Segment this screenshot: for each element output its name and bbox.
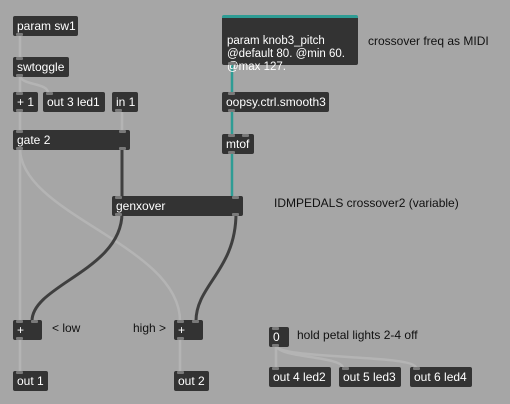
genxover-label: genxover [116,199,166,213]
cord-genxover-low [30,212,124,322]
out2-label: out 2 [178,374,205,388]
inlet-port[interactable] [16,320,23,323]
param-sw1-object[interactable]: param sw1 [13,16,78,36]
inlet-port[interactable] [272,367,279,370]
smooth3-label: oopsy.ctrl.smooth3 [226,95,326,109]
out6-led4-label: out 6 led4 [414,370,467,384]
inlet-port[interactable] [232,196,239,199]
out1-label: out 1 [17,374,44,388]
plus-low-label: + [17,323,25,337]
inlet-port[interactable] [272,327,279,330]
inlet-port[interactable] [16,371,23,374]
inlet-port[interactable] [16,92,23,95]
param-knob3-label: param knob3_pitch @default 80. @min 60. … [227,35,345,73]
out5-led3-object[interactable]: out 5 led3 [339,367,401,387]
inlet-port[interactable] [228,134,235,137]
out4-led2-object[interactable]: out 4 led2 [269,367,331,387]
inlet-port[interactable] [413,367,420,370]
mtof-object[interactable]: mtof [222,134,254,154]
plus-high-object[interactable]: + [174,320,203,340]
outlet-port[interactable] [16,147,23,150]
in1-object[interactable]: in 1 [112,92,138,112]
cord-swtoggle-out3 [18,74,50,94]
out5-led3-label: out 5 led3 [343,370,396,384]
comment-crossover-freq: crossover freq as MIDI [368,34,489,48]
inlet-port[interactable] [16,130,23,133]
mtof-label: mtof [226,137,250,151]
outlet-port[interactable] [177,337,184,340]
inlet-port[interactable] [119,130,126,133]
gate2-label: gate 2 [17,133,51,147]
plus-one-label: + 1 [17,95,35,109]
in1-label: in 1 [116,95,136,109]
outlet-port[interactable] [228,62,235,65]
plus-one-object[interactable]: + 1 [13,92,38,112]
cord-gate2-plusright [18,147,182,322]
outlet-port[interactable] [16,74,23,77]
out6-led4-object[interactable]: out 6 led4 [410,367,472,387]
inlet-port[interactable] [192,320,199,323]
param-sw1-label: param sw1 [17,19,76,33]
out4-led2-label: out 4 led2 [273,370,326,384]
outlet-port[interactable] [16,337,23,340]
comment-hold-petal: hold petal lights 2-4 off [297,328,418,342]
inlet-port[interactable] [31,320,38,323]
outlet-port[interactable] [232,213,239,216]
outlet-port[interactable] [115,109,122,112]
out2-object[interactable]: out 2 [174,371,209,391]
inlet-port[interactable] [115,196,122,199]
outlet-port[interactable] [115,213,122,216]
out3-led1-object[interactable]: out 3 led1 [43,92,105,112]
inlet-port[interactable] [46,92,53,95]
outlet-port[interactable] [228,151,235,154]
outlet-port[interactable] [16,109,23,112]
zero-message[interactable]: 0 [269,327,289,347]
outlet-port[interactable] [119,147,126,150]
swtoggle-object[interactable]: swtoggle [13,57,69,77]
outlet-port[interactable] [16,33,23,36]
comment-idmpedals: IDMPEDALS crossover2 (variable) [274,196,459,210]
comment-low: < low [52,321,81,335]
param-knob3-object[interactable]: param knob3_pitch @default 80. @min 60. … [222,15,358,73]
inlet-port[interactable] [177,320,184,323]
out1-object[interactable]: out 1 [13,371,48,391]
smooth3-object[interactable]: oopsy.ctrl.smooth3 [222,92,329,112]
plus-high-label: + [178,323,186,337]
outlet-port[interactable] [228,109,235,112]
inlet-port[interactable] [177,371,184,374]
gate2-object[interactable]: gate 2 [13,130,130,150]
out3-led1-label: out 3 led1 [47,95,100,109]
zero-message-label: 0 [273,330,280,344]
inlet-port[interactable] [342,367,349,370]
genxover-object[interactable]: genxover [112,196,243,216]
inlet-port[interactable] [228,92,235,95]
cord-zero-out6 [274,344,418,369]
inlet-port[interactable] [16,57,23,60]
comment-high: high > [133,321,167,335]
inlet-port[interactable] [242,134,249,137]
plus-low-object[interactable]: + [13,320,42,340]
cord-genxover-high [194,212,238,322]
outlet-port[interactable] [272,344,279,347]
swtoggle-label: swtoggle [17,60,65,74]
